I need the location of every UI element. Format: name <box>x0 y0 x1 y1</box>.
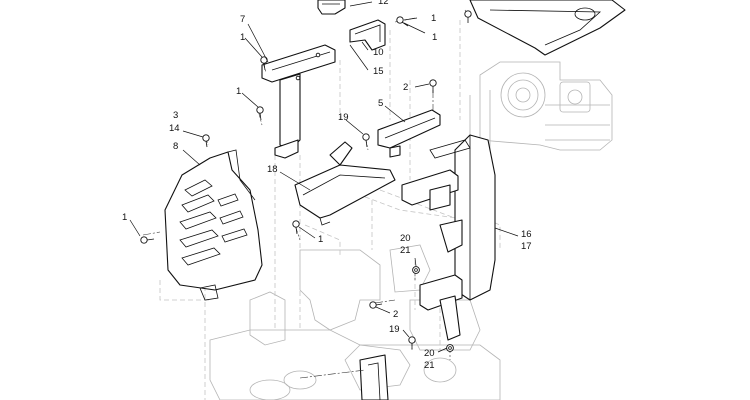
bolt-icon <box>362 133 370 148</box>
part-5-angled-bar <box>377 109 441 158</box>
part-8-side-shield <box>164 149 263 301</box>
callout-12: 12 <box>378 0 389 7</box>
lower-clamp <box>299 354 389 400</box>
bolt-icon <box>429 79 437 93</box>
bolt-icon <box>256 106 264 121</box>
part-10-clip-bracket <box>349 19 386 51</box>
callout-1: 1 <box>432 32 437 43</box>
bolt-icon <box>464 10 472 23</box>
bolt-icon <box>408 336 416 349</box>
fasteners <box>140 10 472 352</box>
callout-19: 19 <box>389 324 400 335</box>
part-12-bracket <box>317 0 346 15</box>
callout-15: 15 <box>373 66 384 77</box>
callout-10: 10 <box>373 47 384 58</box>
nut-icon <box>446 344 454 352</box>
callout-21: 21 <box>424 360 435 371</box>
leader-lines <box>129 1 519 353</box>
bolt-icon <box>292 220 300 235</box>
part-18-tray <box>294 141 396 226</box>
callout-1: 1 <box>318 234 323 245</box>
callout-1: 1 <box>431 13 436 24</box>
bolt-icon <box>396 16 409 27</box>
callout-1: 1 <box>236 86 241 97</box>
callout-18: 18 <box>267 164 278 175</box>
background-machine-outline <box>209 61 613 400</box>
callout-19: 19 <box>338 112 349 123</box>
callout-1: 1 <box>240 32 245 43</box>
top-cover-plate <box>469 0 626 56</box>
callout-8: 8 <box>173 141 178 152</box>
callout-2: 2 <box>393 309 398 320</box>
bolt-icon <box>202 134 210 148</box>
callout-labels: 12 1 1 7 1 10 15 2 1 5 3 14 19 8 18 1 1 … <box>122 0 532 371</box>
callout-1: 1 <box>122 212 127 223</box>
callout-3: 3 <box>173 110 178 121</box>
bolt-icon <box>140 236 155 244</box>
callout-17: 17 <box>521 241 532 252</box>
nut-icon <box>412 266 420 274</box>
callout-20: 20 <box>424 348 435 359</box>
callout-14: 14 <box>169 123 180 134</box>
part-16-17-side-panel <box>401 134 496 341</box>
bolt-icon <box>369 301 383 309</box>
callout-2: 2 <box>403 82 408 93</box>
callout-7: 7 <box>240 14 245 25</box>
callout-20: 20 <box>400 233 411 244</box>
callout-16: 16 <box>521 229 532 240</box>
callout-5: 5 <box>378 98 383 109</box>
part-7-support-post <box>261 44 336 159</box>
callout-21: 21 <box>400 245 411 256</box>
